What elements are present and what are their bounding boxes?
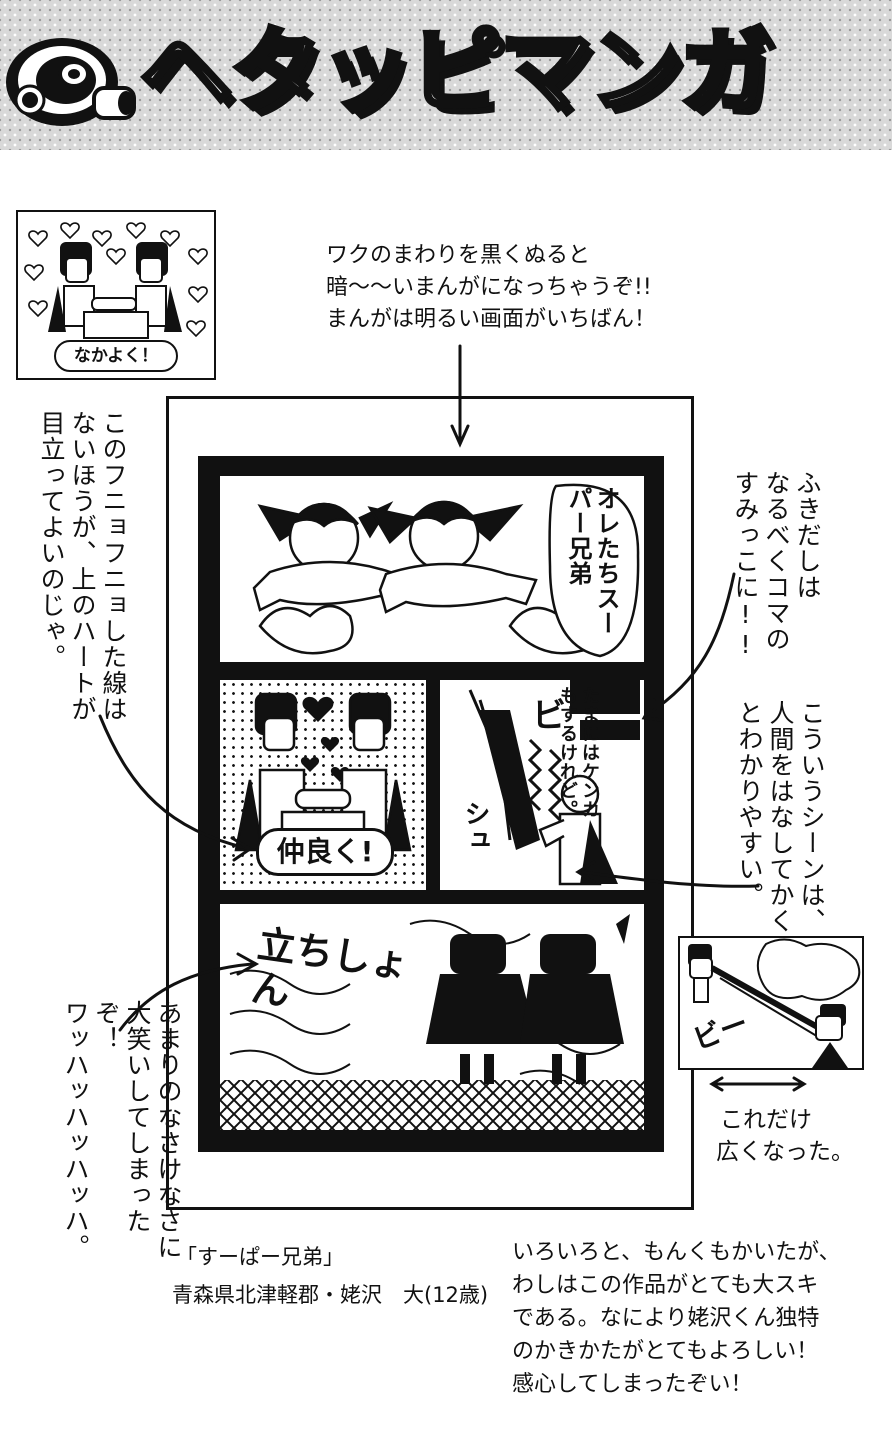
comic-panel-4: 立ちしょん <box>220 904 644 1130</box>
top-note-line-3: まんがは明るい画面がいちばん！ <box>326 307 657 332</box>
right-thumb-caption-line-2: 広くなった。 <box>716 1139 854 1165</box>
comic-panel-2: 仲良く! <box>220 680 426 890</box>
thumbnail-label: なかよく！ <box>54 340 178 372</box>
left-note-line-2: ないほうが、上のハートが <box>68 410 97 722</box>
standing-brothers-illustration <box>220 914 644 1130</box>
flying-brothers-illustration <box>252 483 640 658</box>
comment-line-4: のかきかたがとてもよろしい！ <box>512 1339 819 1364</box>
panel3-balloon-text: たまにはケンカもするけれど。 <box>557 686 600 819</box>
credit-author: 青森県北津軽郡・姥沢 大(12歳) <box>172 1283 489 1307</box>
bottom-left-note-line-3: ワッハッハッハッハ。 <box>61 1000 90 1260</box>
right-note-scene-line-1: こういうシーンは、 <box>797 700 826 934</box>
right-note-balloon: ふきだしは なるべくコマの すみっこに!! <box>730 470 823 720</box>
header-title: ヘタッピマンガ <box>138 18 775 125</box>
hearts-illustration <box>24 222 208 339</box>
comment-line-1: いろいろと、もんくもかいたが、 <box>512 1240 841 1265</box>
comment-line-2: わしはこの作品がとても大スキ <box>512 1273 819 1298</box>
top-note-line-2: 暗〜〜いまんがになっちゃうぞ!! <box>326 275 652 300</box>
robot-mascot-icon <box>6 38 136 126</box>
panel3-sfx-bottom: シュ <box>460 800 490 854</box>
holding-hands-illustration <box>234 692 412 852</box>
panel3-sfx-top: ビ <box>532 696 566 736</box>
comic-page: オレたちスーパー兄弟 仲良く! <box>198 456 664 1152</box>
bottom-left-note: あまりのなさけなさに 大笑いしてしまったぞ！ ワッハッハッハッハ。 <box>60 1000 184 1280</box>
comment-line-5: 感心してしまったぞい！ <box>512 1372 753 1397</box>
right-note-balloon-line-2: なるべくコマの <box>762 470 791 652</box>
credit-title: 「すーぱー兄弟」 <box>176 1245 344 1269</box>
right-note-scene: こういうシーンは、 人間をはなしてかく とわかりやすい。 <box>734 700 827 950</box>
left-note-line-1: このフニョフニョした線は <box>99 410 128 722</box>
right-note-scene-line-3: とわかりやすい。 <box>735 700 764 908</box>
comment-line-3: である。なにより姥沢くん独特 <box>512 1306 820 1331</box>
right-note-balloon-line-3: すみっこに!! <box>731 470 760 660</box>
spacing-illustration <box>688 938 861 1068</box>
thumbnail-heart-panel: なかよく！ <box>16 210 216 380</box>
panel1-balloon-text: オレたちスーパー兄弟 <box>564 486 620 636</box>
comic-panel-3: たまにはケンカもするけれど。 ビ シュ <box>440 680 644 890</box>
comic-panel-1: オレたちスーパー兄弟 <box>220 476 644 662</box>
panel2-sign-text: 仲良く! <box>256 828 394 876</box>
right-note-scene-line-2: 人間をはなしてかく <box>766 700 795 934</box>
thumbnail-wide-spacing-panel: ビー <box>678 936 864 1070</box>
right-thumb-caption-line-1: これだけ <box>720 1107 812 1133</box>
left-note: このフニョフニョした線は ないほうが、上のハートが 目立ってよいのじゃ。 <box>36 410 129 730</box>
left-note-line-3: 目立ってよいのじゃ。 <box>37 410 66 670</box>
right-note-balloon-line-1: ふきだしは <box>793 470 822 600</box>
header-banner: ヘタッピマンガ <box>0 0 892 150</box>
top-note-line-1: ワクのまわりを黒くぬると <box>326 243 591 268</box>
bottom-left-note-line-2: 大笑いしてしまったぞ！ <box>92 1000 152 1234</box>
